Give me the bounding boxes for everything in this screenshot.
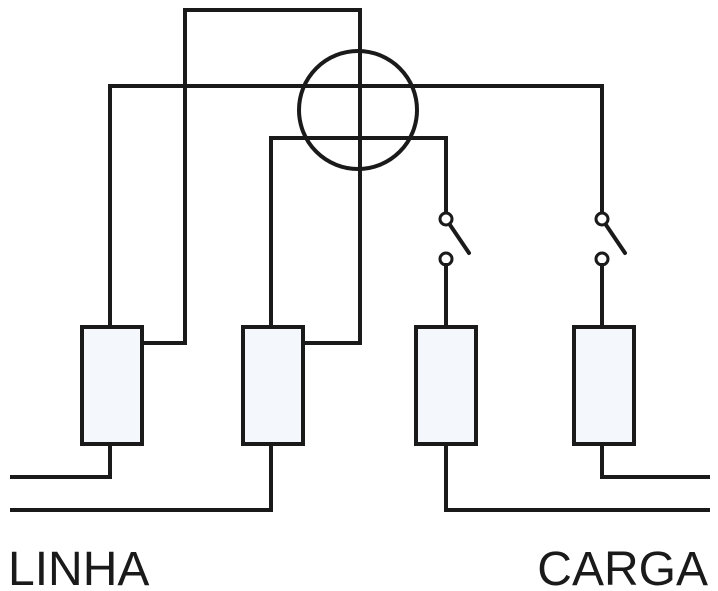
- wire-line-1: [10, 444, 112, 479]
- terminal-box-4: [572, 325, 636, 446]
- wire-upper-horizontal: [108, 84, 604, 329]
- terminal-box-1: [80, 325, 144, 446]
- load-label: CARGA: [537, 543, 708, 591]
- switch-1-top-terminal: [438, 211, 454, 227]
- switch-2: [594, 211, 627, 329]
- switch-1: [438, 211, 471, 329]
- line-label: LINHA: [8, 543, 149, 591]
- wire-top-loop: [142, 8, 362, 345]
- wire-line-2: [10, 444, 273, 512]
- terminal-box-3: [414, 325, 478, 446]
- wire-load-1: [444, 444, 710, 512]
- switch-2-top-terminal: [594, 211, 610, 227]
- terminal-box-2: [241, 325, 305, 446]
- wire-load-2: [600, 444, 710, 479]
